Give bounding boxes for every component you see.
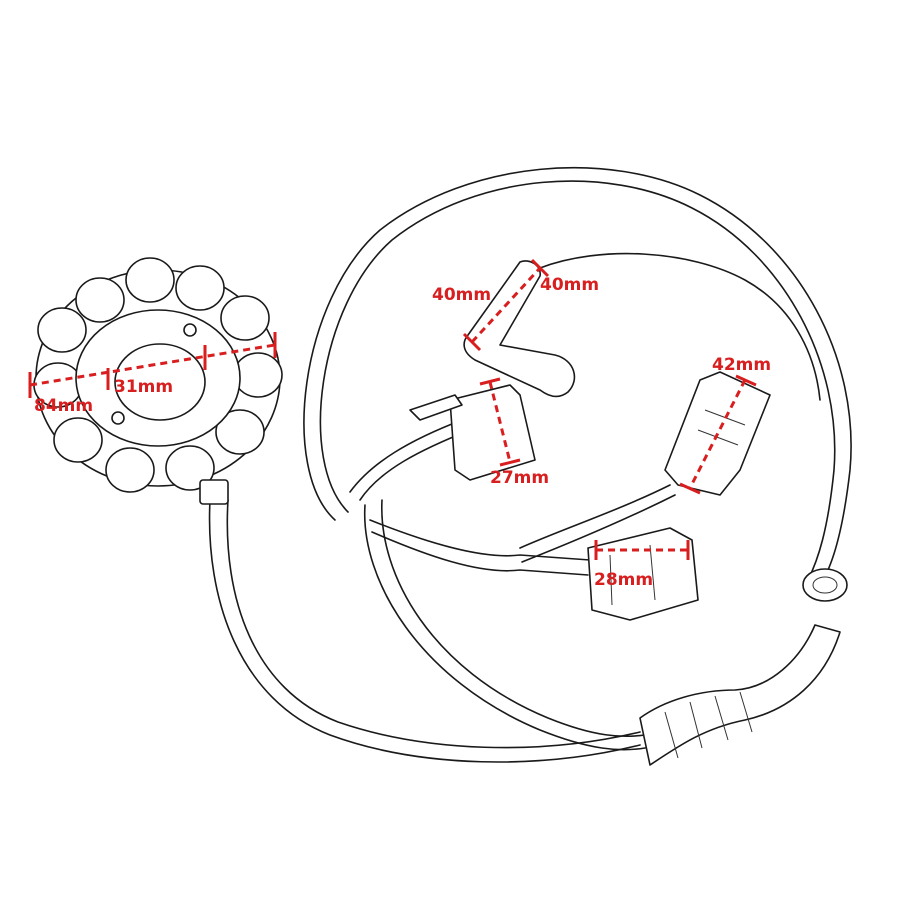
inner-diameter-label: 31mm [114,377,173,397]
connector-c-label: 27mm [490,468,549,488]
plug-a-height-label: 40mm [432,285,491,305]
dimension-lines [28,258,757,560]
outer-diameter-label: 84mm [34,396,93,416]
connector-b-label: 42mm [712,355,771,375]
stator [33,257,283,505]
connector-c [409,384,536,481]
plug-a-width-label: 40mm [540,275,599,295]
wire-harness [208,166,852,766]
connector-d-label: 28mm [594,570,653,590]
